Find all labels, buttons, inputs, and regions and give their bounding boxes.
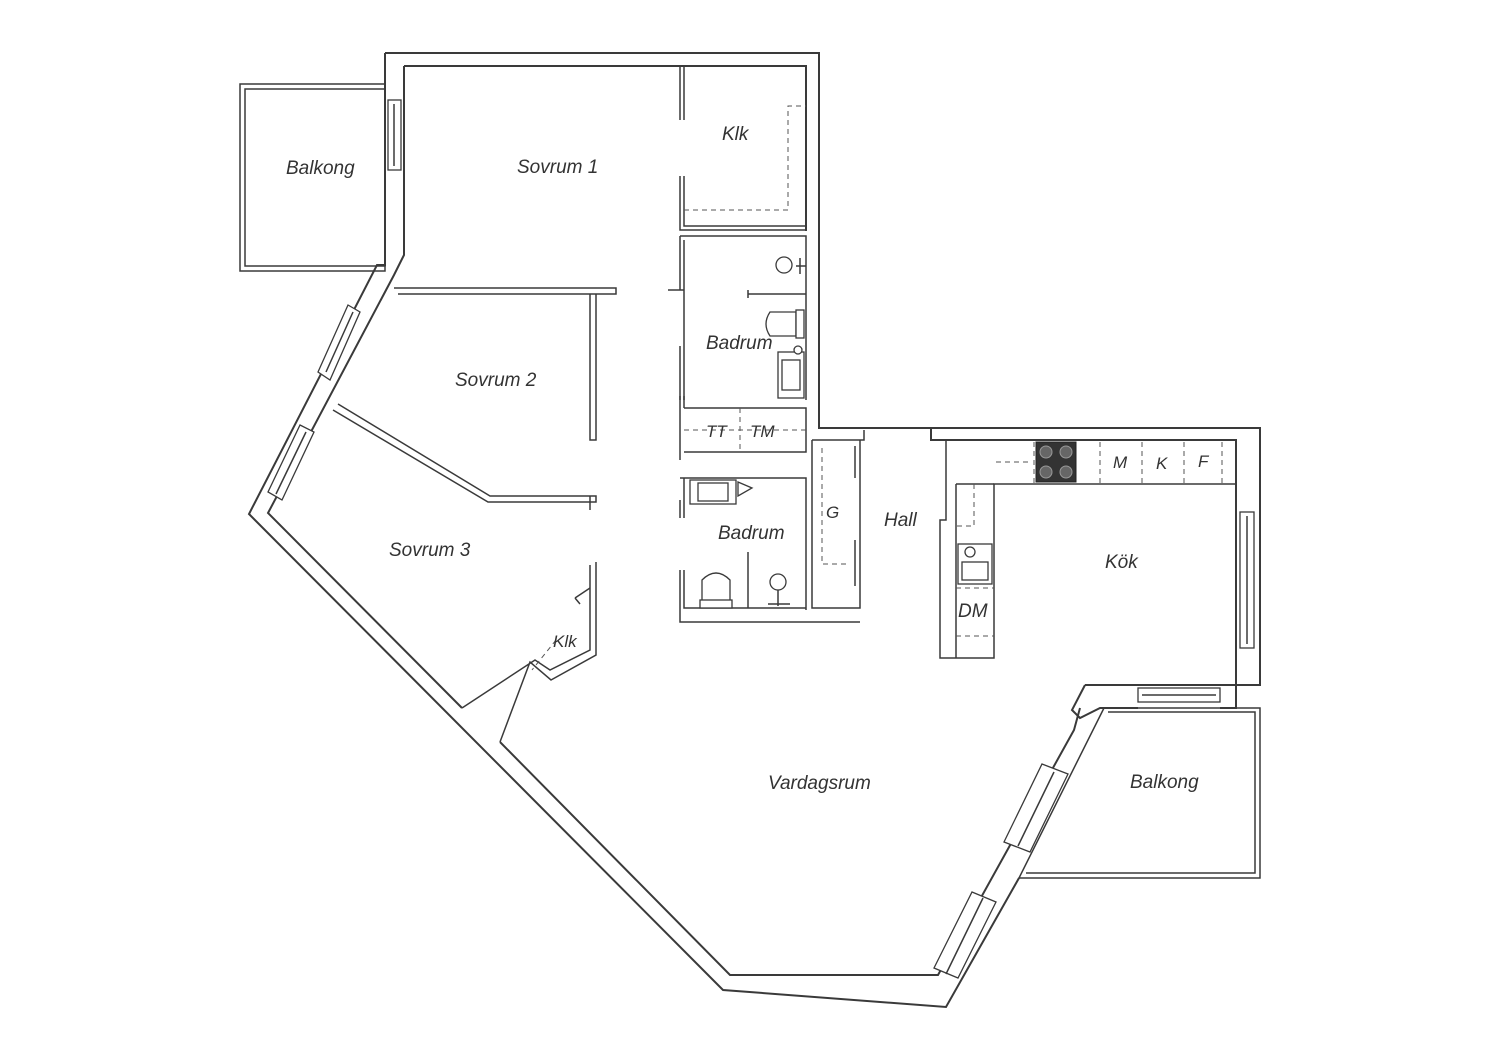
window-icon [1003,763,1069,853]
room-label-dm: DM [958,601,988,622]
window-icon [317,304,361,381]
room-label-f: F [1198,452,1210,471]
room-label-tt: TT [706,422,728,441]
room-label-balkong-west: Balkong [286,158,355,179]
window-icon [267,424,315,501]
toilet-icon [699,572,733,609]
room-label-g: G [826,503,839,522]
window-icon [387,99,402,171]
shower-icon [747,552,790,608]
room-label-sovrum3: Sovrum 3 [389,540,471,561]
room-label-badrum1: Badrum [706,333,773,354]
sink-icon [777,345,805,399]
window-icon [1239,511,1255,649]
kitchen-sink-icon [957,543,993,585]
room-label-vardagsrum: Vardagsrum [768,773,871,794]
room-label-klk1: Klk [722,124,750,145]
room-label-tm: TM [750,422,775,441]
stove-icon [1035,441,1077,483]
room-label-klk3: Klk [553,632,578,651]
interior-walls [332,66,1236,743]
window-icon [1137,687,1221,703]
shower-icon [747,256,806,298]
window-icon [933,891,997,979]
room-label-balkong-east: Balkong [1130,772,1199,793]
balcony-east [1017,707,1261,879]
dashed-lines [531,105,1223,671]
room-label-sovrum2: Sovrum 2 [455,370,537,391]
room-label-hall: Hall [884,510,918,531]
room-label-k: K [1156,454,1168,473]
room-label-m: M [1113,453,1128,472]
room-label-badrum2: Badrum [718,523,785,544]
sink-icon [689,479,754,505]
room-label-sovrum1: Sovrum 1 [517,157,598,178]
room-label-kok: Kök [1105,552,1139,573]
toilet-icon [765,309,805,339]
